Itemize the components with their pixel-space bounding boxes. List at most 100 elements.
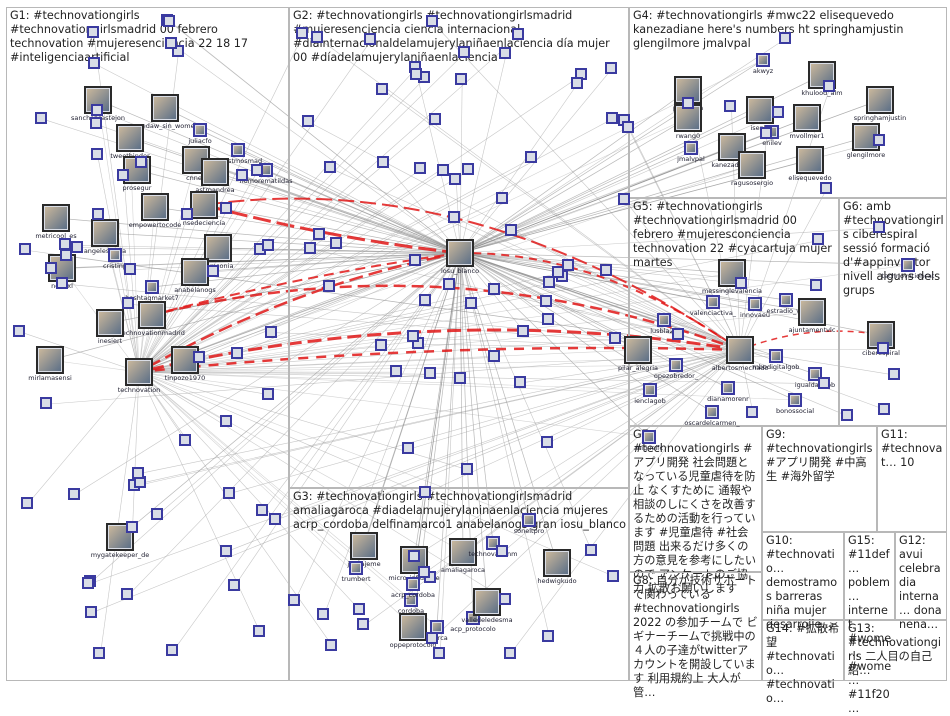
node-unlabeled[interactable]: [571, 77, 583, 89]
node-unlabeled[interactable]: [414, 162, 426, 174]
node-unlabeled[interactable]: [325, 639, 337, 651]
node-unlabeled[interactable]: [313, 228, 325, 240]
node-unlabeled[interactable]: [458, 46, 470, 58]
node-unlabeled[interactable]: [454, 372, 466, 384]
node-unlabeled[interactable]: [124, 263, 136, 275]
node-unlabeled[interactable]: [605, 62, 617, 74]
node-unlabeled[interactable]: [499, 593, 511, 605]
node-unlabeled[interactable]: [91, 104, 103, 116]
node-unlabeled[interactable]: [151, 508, 163, 520]
node-unlabeled[interactable]: [269, 513, 281, 525]
node-unlabeled[interactable]: [443, 278, 455, 290]
node-unlabeled[interactable]: [126, 521, 138, 533]
node-akwyz[interactable]: [756, 53, 770, 67]
node-unlabeled[interactable]: [364, 33, 376, 45]
node-technovationcat[interactable]: [901, 258, 915, 272]
node-unlabeled[interactable]: [376, 83, 388, 95]
node-miguelfc[interactable]: [642, 430, 656, 444]
node-unlabeled[interactable]: [121, 588, 133, 600]
node-nsedeciencia[interactable]: [190, 191, 218, 219]
node-metricool-es[interactable]: [42, 204, 70, 232]
node-unlabeled[interactable]: [735, 277, 747, 289]
node-valledeledesma[interactable]: [473, 588, 501, 616]
node-unlabeled[interactable]: [220, 415, 232, 427]
node-cristinp[interactable]: [108, 248, 122, 262]
node-ajuntamentvlc[interactable]: [798, 298, 826, 326]
node-unlabeled[interactable]: [418, 566, 430, 578]
node-unlabeled[interactable]: [407, 330, 419, 342]
node-unlabeled[interactable]: [93, 647, 105, 659]
node-unlabeled[interactable]: [426, 632, 438, 644]
node-unlabeled[interactable]: [165, 37, 177, 49]
node-unlabeled[interactable]: [419, 294, 431, 306]
node-unlabeled[interactable]: [600, 264, 612, 276]
node-unlabeled[interactable]: [85, 606, 97, 618]
node-unlabeled[interactable]: [19, 243, 31, 255]
node-unlabeled[interactable]: [90, 117, 102, 129]
node-unlabeled[interactable]: [818, 377, 830, 389]
node-unlabeled[interactable]: [193, 351, 205, 363]
node-acrp-cordoba[interactable]: [406, 577, 420, 591]
node-unlabeled[interactable]: [424, 367, 436, 379]
node-unlabeled[interactable]: [220, 545, 232, 557]
node-unlabeled[interactable]: [220, 202, 232, 214]
node-unlabeled[interactable]: [45, 262, 57, 274]
node-unlabeled[interactable]: [117, 169, 129, 181]
node-unlabeled[interactable]: [179, 434, 191, 446]
node-unlabeled[interactable]: [59, 238, 71, 250]
node-unlabeled[interactable]: [542, 630, 554, 642]
node-technovation[interactable]: [125, 358, 153, 386]
node-unlabeled[interactable]: [288, 594, 300, 606]
node-hedwigkudo[interactable]: [543, 549, 571, 577]
node-unlabeled[interactable]: [122, 297, 134, 309]
node-unlabeled[interactable]: [512, 28, 524, 40]
node-unlabeled[interactable]: [514, 376, 526, 388]
node-unlabeled[interactable]: [461, 463, 473, 475]
node-estradio-vlc[interactable]: [779, 293, 793, 307]
node-unlabeled[interactable]: [21, 497, 33, 509]
node-unlabeled[interactable]: [13, 325, 25, 337]
node-unlabeled[interactable]: [253, 625, 265, 637]
node-unlabeled[interactable]: [429, 113, 441, 125]
node-unlabeled[interactable]: [323, 280, 335, 292]
node-ienclagob[interactable]: [643, 383, 657, 397]
node-mnedaw-sin-women[interactable]: [151, 94, 179, 122]
node-unlabeled[interactable]: [256, 504, 268, 516]
node-unlabeled[interactable]: [772, 106, 784, 118]
node-dianamorenr[interactable]: [721, 381, 735, 395]
node-unlabeled[interactable]: [408, 550, 420, 562]
node-unlabeled[interactable]: [304, 242, 316, 254]
node-unlabeled[interactable]: [606, 112, 618, 124]
node-pilar-alegria[interactable]: [624, 336, 652, 364]
node-unlabeled[interactable]: [820, 182, 832, 194]
node-valenciactiva-[interactable]: [706, 295, 720, 309]
node-opezobredor-[interactable]: [669, 358, 683, 372]
node-unlabeled[interactable]: [92, 208, 104, 220]
node-unlabeled[interactable]: [60, 249, 72, 261]
node-unlabeled[interactable]: [496, 192, 508, 204]
node-unlabeled[interactable]: [609, 332, 621, 344]
node-unlabeled[interactable]: [262, 388, 274, 400]
node-unlabeled[interactable]: [449, 173, 461, 185]
node-unlabeled[interactable]: [265, 326, 277, 338]
node-unlabeled[interactable]: [672, 328, 684, 340]
node-unlabeled[interactable]: [409, 254, 421, 266]
node-soneltpro[interactable]: [522, 513, 536, 527]
node-astroandrea[interactable]: [201, 158, 229, 186]
node-oscardelcarmen-[interactable]: [705, 405, 719, 419]
node-unlabeled[interactable]: [607, 570, 619, 582]
node-unlabeled[interactable]: [68, 488, 80, 500]
node-unlabeled[interactable]: [135, 156, 147, 168]
node-unlabeled[interactable]: [873, 134, 885, 146]
node-unlabeled[interactable]: [437, 164, 449, 176]
node-unlabeled[interactable]: [682, 97, 694, 109]
node-unlabeled[interactable]: [132, 467, 144, 479]
node-anabelanogs[interactable]: [181, 258, 209, 286]
node-unlabeled[interactable]: [166, 644, 178, 656]
node-unlabeled[interactable]: [622, 121, 634, 133]
node-unlabeled[interactable]: [223, 487, 235, 499]
node-trumbert[interactable]: [349, 561, 363, 575]
node-empowertocode[interactable]: [141, 193, 169, 221]
node-bonossocial[interactable]: [788, 393, 802, 407]
node-unlabeled[interactable]: [779, 32, 791, 44]
